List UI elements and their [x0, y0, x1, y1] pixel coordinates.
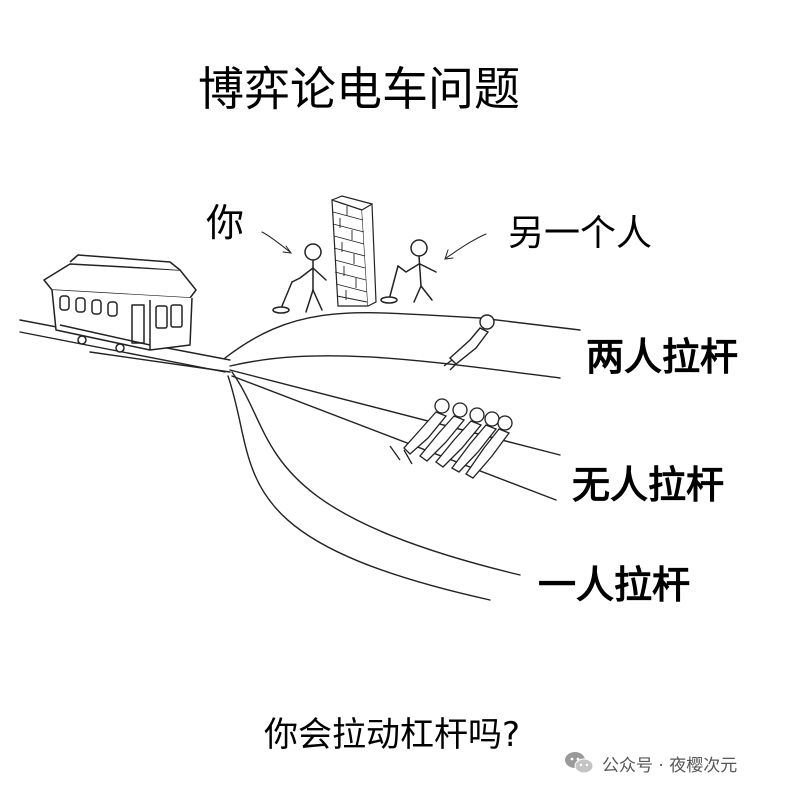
brick-wall	[331, 195, 377, 307]
top-track-label: 两人拉杆	[586, 335, 739, 379]
main-track-rail	[89, 351, 231, 373]
middle-track-label: 无人拉杆	[572, 463, 725, 507]
watermark: 公众号 · 夜樱次元	[564, 750, 737, 776]
question-text: 你会拉动杠杆吗?	[264, 715, 521, 755]
middle-track-rail	[231, 375, 557, 501]
other-person-label: 另一个人	[508, 213, 653, 254]
people-on-middle-track	[389, 398, 513, 479]
bottom-track-rail	[231, 371, 521, 576]
page-title: 博弈论电车问题	[198, 62, 520, 116]
you-label: 你	[206, 201, 245, 245]
trolley-car	[43, 254, 197, 353]
middle-track-rail	[229, 369, 561, 456]
top-track-rail	[229, 355, 561, 379]
you-person	[261, 231, 327, 314]
other-person	[380, 233, 487, 304]
wechat-icon	[565, 752, 594, 774]
watermark-text: 公众号 · 夜樱次元	[602, 755, 738, 776]
bottom-track-rail	[227, 375, 491, 601]
bottom-track-label: 一人拉杆	[538, 563, 691, 607]
person-on-top-track	[443, 314, 495, 371]
top-track-rail	[224, 312, 581, 359]
